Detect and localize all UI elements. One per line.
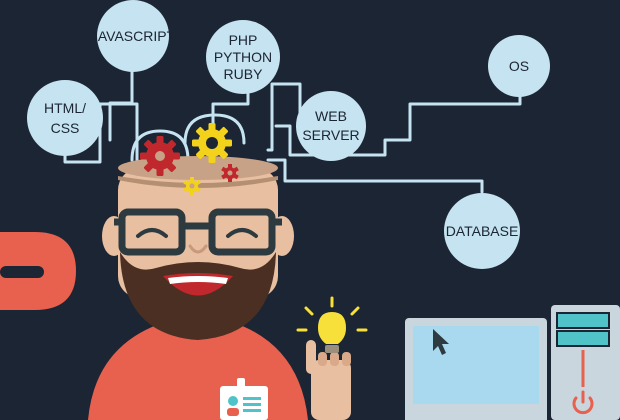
beard	[120, 252, 276, 340]
glasses	[114, 208, 282, 256]
bubble-os-label: OS	[509, 58, 529, 74]
brain-dome-left	[130, 129, 190, 162]
connector-database	[266, 158, 484, 194]
raised-hand	[306, 340, 351, 420]
lightbulb-icon	[296, 296, 368, 353]
computer-tower	[551, 305, 620, 420]
brain-opening	[118, 156, 278, 180]
connector-html-css	[63, 102, 139, 164]
bubble-web-server: WEB SERVER	[296, 91, 366, 161]
bubble-php-label: PHP	[229, 32, 258, 48]
head	[102, 156, 294, 340]
bubble-server-label: SERVER	[302, 127, 359, 143]
gear-icon	[140, 136, 180, 176]
monitor-screen	[413, 326, 539, 412]
bubble-database: DATABASE	[444, 193, 520, 269]
connector-os	[274, 88, 522, 157]
badge-icon	[220, 378, 268, 420]
bubble-ruby-label: RUBY	[224, 66, 264, 82]
connector-php	[211, 88, 250, 128]
bubble-python-label: PYTHON	[214, 49, 272, 65]
bubble-os: OS	[488, 35, 550, 97]
bubble-html-label: HTML/	[44, 100, 86, 116]
bubble-php-python-ruby: PHP PYTHON RUBY	[206, 20, 280, 94]
computer-monitor	[405, 318, 547, 420]
bubble-javascript-label: JAVASCRIPT	[91, 28, 176, 44]
bubble-database-label: DATABASE	[446, 223, 519, 239]
bubble-javascript: JAVASCRIPT	[91, 0, 176, 72]
brain-dome-right	[183, 113, 246, 145]
bubble-css-label: CSS	[51, 120, 80, 136]
cursor-icon	[433, 329, 449, 355]
bubble-html-css: HTML/ CSS	[27, 80, 103, 156]
gear-icon	[192, 123, 232, 163]
power-icon	[572, 390, 594, 415]
gear-icon	[183, 177, 201, 195]
gear-icon	[221, 164, 239, 182]
sleeve-shape	[0, 232, 76, 310]
bubble-web-label: WEB	[315, 108, 347, 124]
